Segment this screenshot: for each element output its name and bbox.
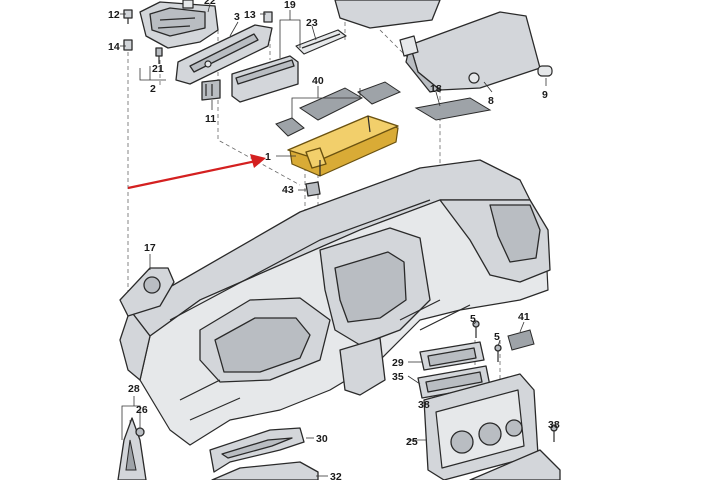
callout-43: 43 (282, 184, 294, 196)
callout-13: 13 (244, 9, 256, 21)
part-25-cluster-frame (423, 373, 539, 480)
part-3-trim-strip (175, 24, 273, 85)
callout-32: 32 (330, 471, 342, 480)
callout-labels: 12 14 22 3 13 19 23 21 2 11 40 18 8 9 1 … (108, 0, 560, 480)
part-lower-frame (469, 449, 561, 480)
callout-23: 23 (306, 17, 318, 29)
callout-40: 40 (312, 75, 324, 87)
part-5-screw-a (472, 320, 480, 338)
callout-19: 19 (284, 0, 296, 11)
part-28-a-pillar-trim (117, 417, 147, 480)
part-40-mats (275, 81, 402, 137)
callout-25: 25 (406, 436, 418, 448)
callout-8: 8 (488, 95, 494, 107)
part-8-glovebox-lid (399, 11, 541, 93)
part-18-mat (414, 97, 492, 121)
part-29-control-panel (419, 341, 485, 371)
red-pointer-arrow (127, 154, 266, 190)
callout-9: 9 (542, 89, 548, 101)
part-top-cover (334, 0, 441, 29)
callout-11: 11 (205, 113, 216, 125)
part-43-clip (305, 181, 321, 197)
part-19-storage-box (231, 55, 299, 103)
part-13-clip (263, 11, 273, 23)
callout-30: 30 (316, 433, 328, 445)
part-41-switch (507, 329, 535, 351)
callout-12: 12 (108, 9, 120, 21)
part-23-mat (295, 29, 347, 55)
part-17-end-trim (119, 267, 175, 317)
callout-35: 35 (392, 371, 404, 383)
callout-38b: 38 (548, 419, 560, 431)
part-22-bracket (139, 0, 219, 49)
callout-18: 18 (430, 83, 442, 95)
part-9-knob (537, 65, 553, 77)
part-21-screw (155, 47, 163, 64)
part-30-bezel (209, 427, 305, 473)
dashboard-main (119, 159, 551, 446)
callout-28: 28 (128, 383, 140, 395)
part-1-storage-tray (287, 115, 399, 177)
callout-26: 26 (136, 404, 148, 416)
callout-21: 21 (152, 63, 164, 75)
callout-14: 14 (108, 41, 120, 53)
callout-3: 3 (234, 11, 240, 23)
part-26-clip (135, 427, 145, 437)
callout-5b: 5 (494, 331, 500, 343)
callout-22: 22 (204, 0, 216, 7)
callout-41: 41 (518, 311, 530, 323)
callout-5a: 5 (470, 313, 476, 325)
callout-1: 1 (265, 151, 271, 163)
callout-29: 29 (392, 357, 404, 369)
part-12-clip (123, 9, 133, 24)
callout-38a: 38 (418, 399, 430, 411)
part-14-clip (123, 39, 133, 51)
callout-17: 17 (144, 242, 156, 254)
leader-lines (120, 3, 555, 477)
part-11-module (201, 79, 221, 101)
part-32-bezel (211, 461, 319, 480)
callout-2: 2 (150, 83, 156, 95)
part-5-screw-b (494, 344, 502, 362)
